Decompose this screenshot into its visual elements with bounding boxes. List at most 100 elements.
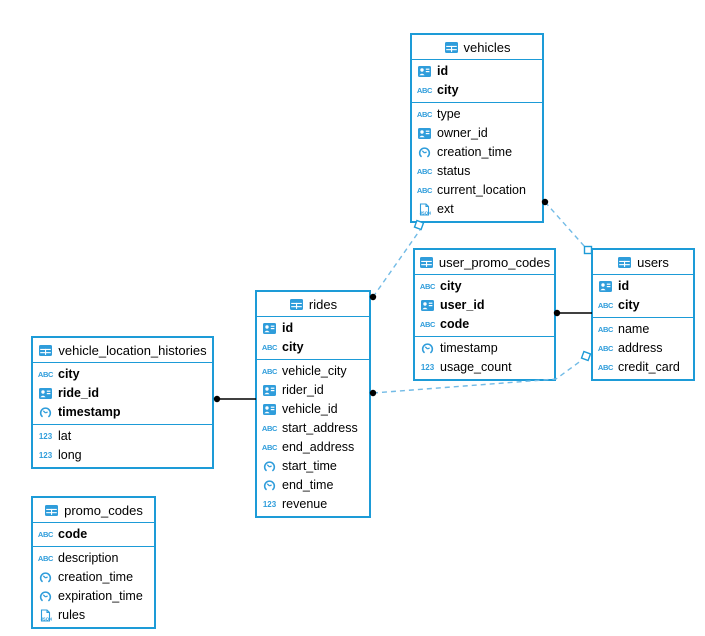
column-revenue[interactable]: 123 revenue	[257, 495, 369, 514]
column-name: name	[618, 322, 650, 337]
abc-icon: ABC	[597, 324, 614, 334]
column-type[interactable]: ABC type	[412, 105, 542, 124]
table-header[interactable]: vehicle_location_histories	[33, 338, 212, 363]
column-city[interactable]: ABC city	[593, 296, 693, 315]
table-header[interactable]: rides	[257, 292, 369, 317]
column-name: revenue	[282, 497, 328, 512]
number-icon: 123	[38, 431, 53, 441]
abc-icon: ABC	[37, 369, 54, 379]
column-name: end_address	[282, 440, 355, 455]
column-end_address[interactable]: ABC end_address	[257, 438, 369, 457]
column-name: expiration_time	[58, 589, 143, 604]
abc-icon: ABC	[597, 300, 614, 310]
column-id[interactable]: id	[412, 62, 542, 81]
column-timestamp[interactable]: timestamp	[33, 403, 212, 422]
id-card-icon	[38, 387, 53, 400]
number-icon: 123	[420, 362, 435, 372]
abc-icon: ABC	[419, 319, 436, 329]
clock-icon	[417, 146, 432, 159]
column-expiration_time[interactable]: expiration_time	[33, 587, 154, 606]
abc-icon: ABC	[37, 553, 54, 563]
table-title: users	[637, 254, 669, 270]
column-credit_card[interactable]: ABC credit_card	[593, 358, 693, 377]
column-name: type	[437, 107, 461, 122]
column-end_time[interactable]: end_time	[257, 476, 369, 495]
column-ride_id[interactable]: ride_id	[33, 384, 212, 403]
column-creation_time[interactable]: creation_time	[33, 568, 154, 587]
column-name: city	[282, 340, 304, 355]
clock-icon	[38, 590, 53, 603]
table-title: rides	[308, 296, 338, 312]
column-name: id	[437, 64, 449, 79]
table-icon	[617, 256, 632, 269]
table-title: promo_codes	[64, 502, 143, 518]
column-user_id[interactable]: user_id	[415, 296, 554, 315]
column-id[interactable]: id	[593, 277, 693, 296]
clock-icon	[262, 479, 277, 492]
table-header[interactable]: promo_codes	[33, 498, 154, 523]
column-name: user_id	[440, 298, 485, 313]
table-header[interactable]: vehicles	[412, 35, 542, 60]
clock-icon	[38, 406, 53, 419]
column-name: address	[618, 341, 663, 356]
abc-icon: ABC	[261, 442, 278, 452]
id-card-icon	[598, 280, 613, 293]
column-start_time[interactable]: start_time	[257, 457, 369, 476]
table-icon	[38, 344, 53, 357]
abc-icon: ABC	[597, 362, 614, 372]
column-name[interactable]: ABC name	[593, 320, 693, 339]
abc-icon: ABC	[37, 529, 54, 539]
column-rider_id[interactable]: rider_id	[257, 381, 369, 400]
column-name: city	[618, 298, 640, 313]
abc-icon: ABC	[416, 109, 433, 119]
column-owner_id[interactable]: owner_id	[412, 124, 542, 143]
clock-icon	[262, 460, 277, 473]
id-card-icon	[262, 403, 277, 416]
column-id[interactable]: id	[257, 319, 369, 338]
column-timestamp[interactable]: timestamp	[415, 339, 554, 358]
column-name: credit_card	[618, 360, 680, 375]
id-card-icon	[420, 299, 435, 312]
column-name: ext	[437, 202, 454, 217]
number-icon: 123	[262, 499, 277, 509]
column-name: creation_time	[437, 145, 513, 160]
column-name: city	[437, 83, 459, 98]
id-card-icon	[262, 384, 277, 397]
table-header[interactable]: users	[593, 250, 693, 275]
abc-icon: ABC	[416, 185, 433, 195]
column-creation_time[interactable]: creation_time	[412, 143, 542, 162]
table-header[interactable]: user_promo_codes	[415, 250, 554, 275]
column-vehicle_id[interactable]: vehicle_id	[257, 400, 369, 419]
clock-icon	[420, 342, 435, 355]
